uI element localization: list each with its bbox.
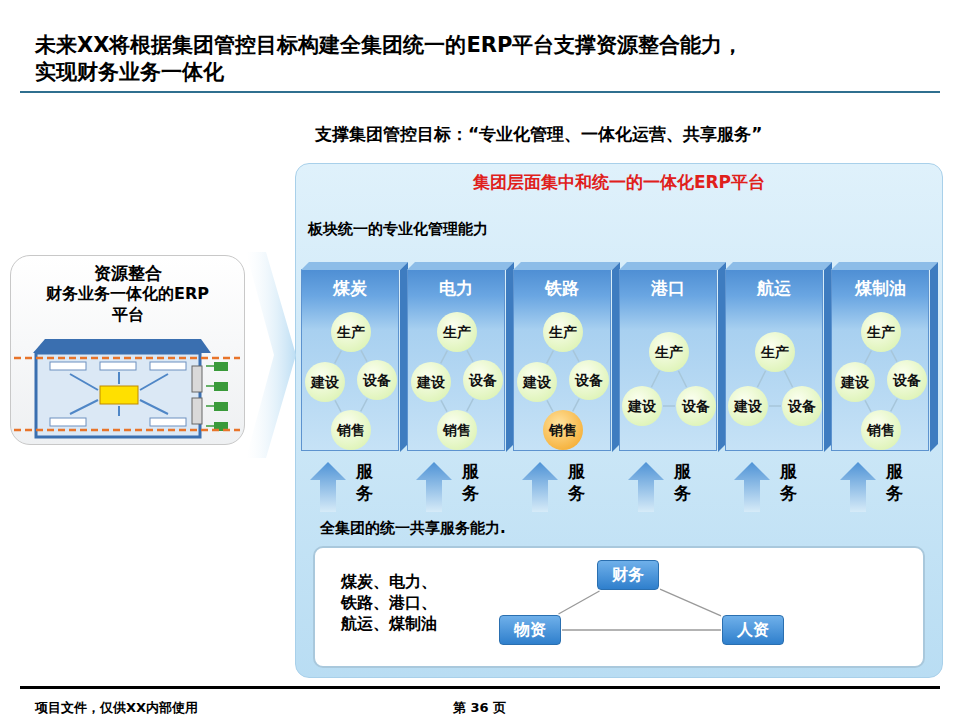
function-circle: 生产 bbox=[437, 312, 477, 352]
service-label: 服务 bbox=[462, 460, 479, 504]
shared-service-node: 人资 bbox=[722, 615, 784, 645]
node-text: 设备 bbox=[676, 386, 716, 426]
text-label: 项目文件，仅供XX内部使用 bbox=[35, 699, 198, 717]
function-circle: 销售 bbox=[331, 410, 371, 450]
erp-summary-box: 资源整合财务业务一体化的ERP 平台 bbox=[10, 255, 245, 445]
shared-service-node: 物资 bbox=[499, 615, 561, 645]
shared-service-box: 煤炭、电力、 铁路、港口、 航运、煤制油 财务物资 人资 bbox=[313, 546, 925, 668]
function-circle: 销售 bbox=[861, 410, 901, 450]
segment-block: 煤制油生产建设设备销售 bbox=[831, 269, 929, 451]
node-text: 建设 bbox=[622, 386, 662, 426]
function-circle: 销售 bbox=[543, 410, 583, 450]
node-text: 销售 bbox=[437, 410, 477, 450]
text-label: 支撑集团管控目标：“专业化管理、一体化运营、共享服务” bbox=[315, 123, 762, 146]
function-circle: 生产 bbox=[543, 312, 583, 352]
function-circle: 设备 bbox=[463, 360, 503, 400]
text-label: 板块统一的专业化管理能力 bbox=[308, 220, 488, 239]
node-text: 生产 bbox=[755, 332, 795, 372]
function-circle: 建设 bbox=[305, 362, 345, 402]
node-text: 生产 bbox=[861, 312, 901, 352]
node-text: 煤制油 bbox=[832, 270, 928, 300]
node-text: 建设 bbox=[728, 386, 768, 426]
segment-block: 铁路生产建设设备销售 bbox=[513, 269, 611, 451]
node-text: 设备 bbox=[782, 386, 822, 426]
box-heading: 资源整合 bbox=[11, 262, 244, 284]
platform-panel: 集团层面集中和统一的一体化ERP平台煤炭生产建设设备销售电力生产建设设备销售铁路… bbox=[295, 163, 943, 678]
function-circle: 建设 bbox=[835, 362, 875, 402]
segment-block: 港口生产建设设备 bbox=[619, 269, 717, 451]
function-circle: 建设 bbox=[622, 386, 662, 426]
slide-title: 未来XX将根据集团管控目标构建全集团统一的ERP平台支撑资源整合能力， 实现财务… bbox=[35, 32, 795, 87]
segment-block: 航运生产建设设备 bbox=[725, 269, 823, 451]
function-circle: 设备 bbox=[782, 386, 822, 426]
node-text: 销售 bbox=[543, 410, 583, 450]
function-circle: 生产 bbox=[861, 312, 901, 352]
node-text: 航运 bbox=[726, 270, 822, 300]
function-circle: 设备 bbox=[887, 360, 927, 400]
node-text: 建设 bbox=[517, 362, 557, 402]
node-text: 财务业务一体化的ERP 平台 bbox=[38, 284, 218, 326]
node-text: 港口 bbox=[620, 270, 716, 300]
node-text: 煤炭 bbox=[302, 270, 398, 300]
pointer-chevron bbox=[246, 252, 296, 458]
service-label: 服务 bbox=[674, 460, 691, 504]
function-circle: 设备 bbox=[357, 360, 397, 400]
service-label: 服务 bbox=[886, 460, 903, 504]
node-text: 设备 bbox=[357, 360, 397, 400]
node-text: 生产 bbox=[649, 332, 689, 372]
node-text: 生产 bbox=[543, 312, 583, 352]
node-text: 集团层面集中和统一的一体化ERP平台 bbox=[296, 164, 942, 194]
node-text: 建设 bbox=[411, 362, 451, 402]
node-text: 物资 bbox=[500, 616, 560, 644]
function-circle: 设备 bbox=[569, 360, 609, 400]
text-label: 第 36 页 bbox=[453, 699, 506, 717]
node-text: 设备 bbox=[463, 360, 503, 400]
function-circle: 建设 bbox=[517, 362, 557, 402]
node-text: 生产 bbox=[437, 312, 477, 352]
function-circle: 建设 bbox=[728, 386, 768, 426]
service-label: 服务 bbox=[568, 460, 585, 504]
footer-rule bbox=[20, 686, 940, 689]
node-text: 设备 bbox=[887, 360, 927, 400]
segment-block: 煤炭生产建设设备销售 bbox=[301, 269, 399, 451]
node-text: 设备 bbox=[569, 360, 609, 400]
node-text: 销售 bbox=[331, 410, 371, 450]
node-text: 电力 bbox=[408, 270, 504, 300]
function-circle: 生产 bbox=[755, 332, 795, 372]
node-text: 建设 bbox=[835, 362, 875, 402]
service-label: 服务 bbox=[780, 460, 797, 504]
function-circle: 生产 bbox=[649, 332, 689, 372]
function-circle: 设备 bbox=[676, 386, 716, 426]
text-label: 全集团的统一共享服务能力. bbox=[320, 519, 506, 538]
title-rule bbox=[20, 91, 940, 93]
function-circle: 生产 bbox=[331, 312, 371, 352]
function-circle: 销售 bbox=[437, 410, 477, 450]
node-text: 建设 bbox=[305, 362, 345, 402]
node-text: 生产 bbox=[331, 312, 371, 352]
node-text: 煤炭、电力、 铁路、港口、 航运、煤制油 bbox=[337, 572, 441, 634]
node-text: 销售 bbox=[861, 410, 901, 450]
service-label: 服务 bbox=[356, 460, 373, 504]
node-text: 人资 bbox=[723, 616, 783, 644]
function-circle: 建设 bbox=[411, 362, 451, 402]
node-text: 财务 bbox=[598, 561, 658, 589]
shared-service-node: 财务 bbox=[597, 560, 659, 590]
node-text: 铁路 bbox=[514, 270, 610, 300]
segment-block: 电力生产建设设备销售 bbox=[407, 269, 505, 451]
